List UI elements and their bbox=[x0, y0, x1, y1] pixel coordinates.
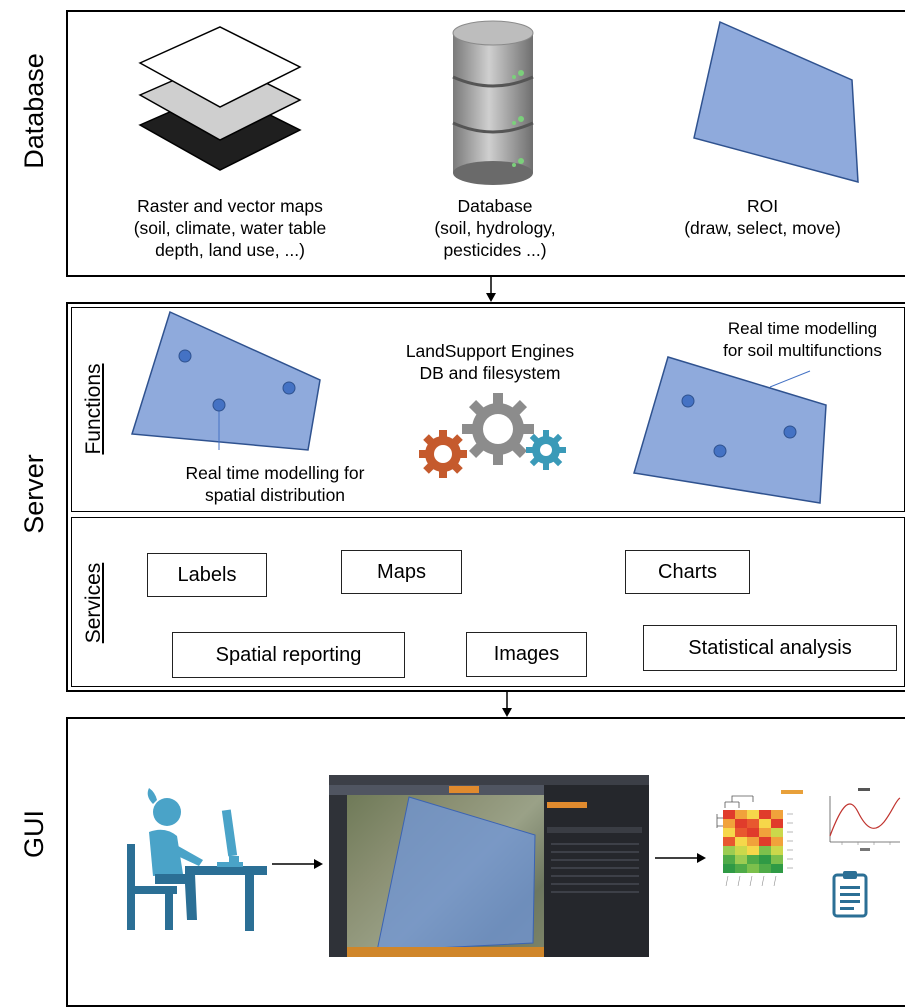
gears-icon bbox=[419, 393, 566, 478]
roi-caption: ROI (draw, select, move) bbox=[684, 196, 841, 238]
raster-maps-caption: Raster and vector maps (soil, climate, w… bbox=[133, 196, 327, 260]
layered-maps-icon bbox=[138, 26, 302, 171]
app-map-roi-polygon bbox=[376, 796, 536, 952]
service-charts-box: Charts bbox=[625, 550, 750, 594]
service-statistical-analysis-box: Statistical analysis bbox=[643, 625, 897, 671]
left-roi-with-points bbox=[131, 310, 321, 451]
app-top-bar bbox=[329, 775, 649, 785]
gui-section-label: GUI bbox=[19, 810, 49, 859]
app-map-footer bbox=[347, 947, 544, 957]
landsupport-app-screenshot bbox=[329, 775, 649, 957]
database-section-frame bbox=[66, 10, 905, 277]
database-cylinder-icon bbox=[452, 20, 534, 185]
user-at-computer-icon bbox=[127, 788, 267, 931]
services-label: Services bbox=[82, 562, 105, 644]
app-left-rail bbox=[329, 795, 347, 957]
service-maps-box: Maps bbox=[341, 550, 462, 594]
service-images-box: Images bbox=[466, 632, 587, 677]
arrow-user-to-app bbox=[272, 859, 323, 869]
roi-polygon-icon bbox=[693, 20, 859, 183]
server-section-label: Server bbox=[19, 454, 49, 534]
left-modelling-caption: Real time modelling for spatial distribu… bbox=[185, 463, 365, 505]
arrow-database-to-server bbox=[486, 277, 496, 302]
service-labels-box: Labels bbox=[147, 553, 267, 597]
clipboard-report-icon bbox=[832, 871, 868, 918]
server-section-frame bbox=[66, 302, 905, 692]
arrow-server-to-gui bbox=[502, 692, 512, 717]
app-side-panel-tabs bbox=[547, 802, 587, 808]
app-toolbar bbox=[329, 785, 544, 795]
app-side-panel-list bbox=[551, 837, 639, 895]
arrow-app-to-outputs bbox=[655, 853, 706, 863]
app-side-panel-header bbox=[547, 827, 642, 833]
right-modelling-caption: Real time modelling for soil multifuncti… bbox=[723, 319, 882, 360]
service-spatial-reporting-box: Spatial reporting bbox=[172, 632, 405, 678]
heatmap-output-thumbnail bbox=[716, 790, 803, 887]
engines-caption: LandSupport Engines DB and filesystem bbox=[405, 341, 575, 383]
functions-label: Functions bbox=[82, 363, 105, 455]
right-roi-with-points bbox=[633, 356, 827, 504]
line-chart-output-thumbnail bbox=[829, 788, 901, 851]
app-toolbar-accent bbox=[449, 786, 479, 793]
database-section-label: Database bbox=[19, 53, 49, 169]
database-caption: Database (soil, hydrology, pesticides ..… bbox=[434, 196, 556, 260]
